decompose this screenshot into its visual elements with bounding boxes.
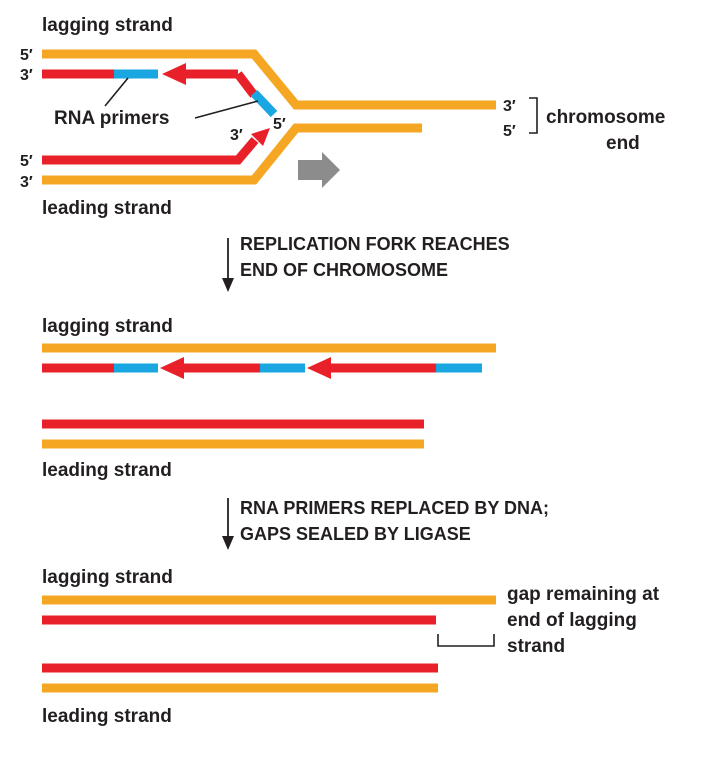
bottom-template-3prime: 3′ <box>20 174 33 191</box>
panel-after-ligation: lagging strand gap remaining at end of l… <box>42 567 660 727</box>
gap-label-line-3: strand <box>507 636 565 657</box>
primer-5prime: 5′ <box>273 116 286 133</box>
rna-primers-label: RNA primers <box>54 108 169 129</box>
step-2-transition: RNA PRIMERS REPLACED BY DNA; GAPS SEALED… <box>222 498 549 550</box>
leading-strand-label: leading strand <box>42 198 172 219</box>
panel-fork-at-end: lagging strand leading strand <box>42 316 496 481</box>
lagging-new-3prime: 3′ <box>20 67 33 84</box>
panel-replication-fork: lagging strand 5′ 3′ 5′ 3′ 3′ 5′ RNA pri… <box>20 15 665 219</box>
leading-new-5prime: 5′ <box>20 153 33 170</box>
rna-primers-pointer-1 <box>104 77 129 107</box>
step-1-caption-line-1: REPLICATION FORK REACHES <box>240 234 510 254</box>
right-top-3prime: 3′ <box>503 98 516 115</box>
fork-direction-arrow <box>298 152 340 188</box>
okazaki-fragment-2-arrowhead <box>162 63 186 85</box>
gap-label-line-1: gap remaining at <box>507 584 660 605</box>
rna-primers-pointer-2 <box>194 100 259 119</box>
okazaki-fragment-2-bend <box>234 71 258 98</box>
leading-new-strand-arrowhead <box>251 128 270 146</box>
okazaki-fragment-b-arrowhead <box>160 357 184 379</box>
lagging-strand-label-2: lagging strand <box>42 316 173 337</box>
step-1-down-arrow-head <box>222 278 234 292</box>
gap-label-line-2: end of lagging <box>507 610 637 631</box>
step-2-caption-line-1: RNA PRIMERS REPLACED BY DNA; <box>240 498 549 518</box>
step-2-down-arrow-head <box>222 536 234 550</box>
step-1-transition: REPLICATION FORK REACHES END OF CHROMOSO… <box>222 234 510 292</box>
rna-primer-2 <box>250 89 278 118</box>
lagging-strand-label-3: lagging strand <box>42 567 173 588</box>
step-2-caption-line-2: GAPS SEALED BY LIGASE <box>240 524 471 544</box>
chromosome-end-label-2: end <box>606 133 640 154</box>
leading-template-strand <box>42 123 422 185</box>
right-bottom-5prime: 5′ <box>503 123 516 140</box>
leading-strand-label-2: leading strand <box>42 460 172 481</box>
chromosome-end-label-1: chromosome <box>546 107 665 128</box>
lagging-template-strand <box>42 49 496 110</box>
step-1-caption-line-2: END OF CHROMOSOME <box>240 260 448 280</box>
okazaki-fragment-c-arrowhead <box>307 357 331 379</box>
top-template-5prime: 5′ <box>20 47 33 64</box>
leading-tip-3prime: 3′ <box>230 127 243 144</box>
gap-bracket <box>437 634 495 647</box>
leading-strand-label-3: leading strand <box>42 706 172 727</box>
chromosome-end-bracket <box>529 97 538 134</box>
lagging-strand-label: lagging strand <box>42 15 173 36</box>
leading-new-strand <box>42 137 259 165</box>
